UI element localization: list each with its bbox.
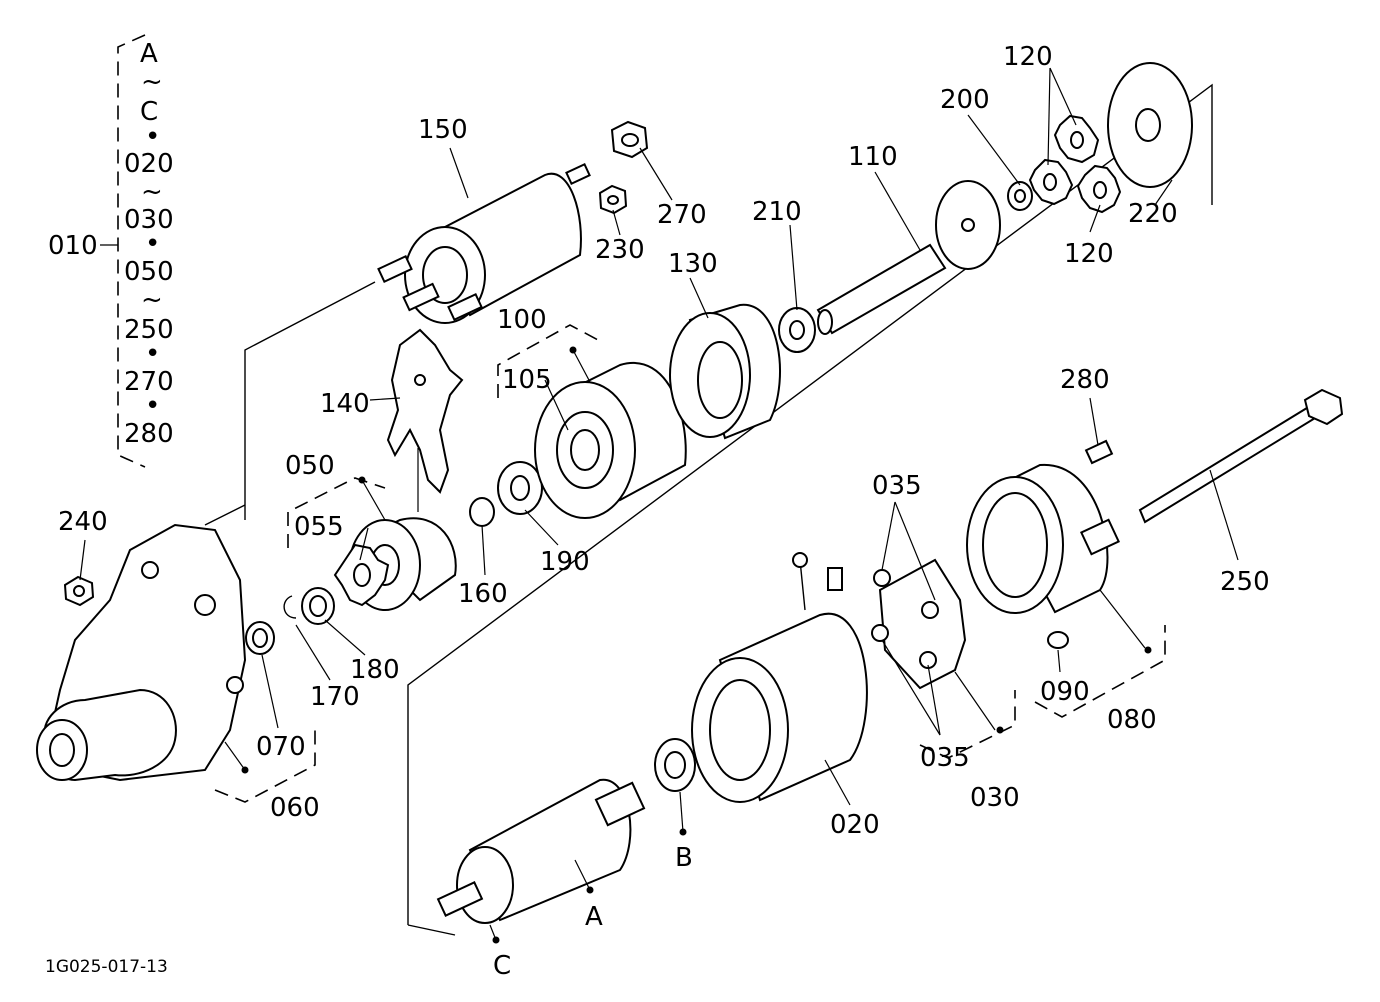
- part-label-060: 060: [270, 793, 320, 823]
- plate-220: [1107, 62, 1193, 188]
- subassembly-brackets: [214, 324, 1166, 803]
- planet-gear-120-mid: [1028, 158, 1074, 206]
- part-label-270: 270: [657, 200, 707, 230]
- group-bracket-010: [100, 34, 146, 468]
- bracket-060: [214, 730, 316, 803]
- bearing-B: [654, 738, 696, 792]
- dot-markers: [241, 346, 1152, 944]
- range-item: 270: [124, 367, 174, 397]
- pinion-055: [333, 543, 390, 607]
- part-label-B: B: [675, 843, 693, 873]
- part-label-020: 020: [830, 810, 880, 840]
- planet-gear-120-bottom: [1076, 164, 1122, 214]
- collar-180: [301, 587, 335, 625]
- part-label-030: 030: [970, 783, 1020, 813]
- bracket-080: [1034, 625, 1166, 718]
- part-label-055: 055: [294, 512, 344, 542]
- part-label-240: 240: [58, 507, 108, 537]
- part-label-170: 170: [310, 682, 360, 712]
- part-labels: 150 270 230 100 105 130 210 110 200 120 …: [58, 42, 1270, 981]
- part-label-120-top: 120: [1003, 42, 1053, 72]
- part-label-C: C: [493, 951, 511, 981]
- washer-210: [778, 307, 816, 353]
- nut-240: [63, 575, 95, 607]
- rear-end-frame-080: [966, 463, 1120, 614]
- bushing-070: [245, 621, 275, 655]
- range-item: •: [145, 339, 160, 369]
- part-label-160: 160: [458, 579, 508, 609]
- part-label-110: 110: [848, 142, 898, 172]
- part-label-190: 190: [540, 547, 590, 577]
- snap-ring-160: [469, 497, 495, 527]
- nut-230: [598, 184, 628, 215]
- part-label-230: 230: [595, 235, 645, 265]
- part-label-130: 130: [668, 249, 718, 279]
- part-label-120-bottom: 120: [1064, 239, 1114, 269]
- part-label-100: 100: [497, 305, 547, 335]
- group-range-list: A ~ C • 020 ~ 030 • 050 ~ 250 • 270 • 28…: [124, 39, 174, 449]
- part-label-250: 250: [1220, 567, 1270, 597]
- shaft-110: [816, 180, 1001, 335]
- yoke-020: [691, 552, 868, 803]
- bracket-050: [287, 477, 386, 548]
- range-item: •: [145, 122, 160, 152]
- part-label-220: 220: [1128, 199, 1178, 229]
- range-item: 020: [124, 149, 174, 179]
- range-item: 250: [124, 315, 174, 345]
- range-item: 030: [124, 205, 174, 235]
- armature-A: [436, 778, 646, 924]
- part-label-080: 080: [1107, 705, 1157, 735]
- range-item: 050: [124, 257, 174, 287]
- brush-holder-030: [871, 558, 967, 690]
- bracket-030: [919, 690, 1016, 759]
- part-label-050: 050: [285, 451, 335, 481]
- assembly-guide-lines: [204, 83, 1213, 936]
- planet-gear-120-top: [1053, 114, 1100, 164]
- grommet-090: [1047, 631, 1069, 649]
- part-label-A: A: [585, 902, 603, 932]
- nut-270: [610, 120, 649, 159]
- internal-gear-assembly-100: [534, 362, 687, 519]
- bracket-100: [497, 324, 599, 398]
- through-bolt-250: [1138, 388, 1344, 524]
- part-label-090: 090: [1040, 677, 1090, 707]
- drawing-code: 1G025-017-13: [45, 957, 168, 977]
- part-label-035-top: 035: [872, 471, 922, 501]
- part-label-140: 140: [320, 389, 370, 419]
- label-010: 010: [48, 231, 98, 261]
- part-label-035-bottom: 035: [920, 743, 970, 773]
- part-label-280: 280: [1060, 365, 1110, 395]
- range-item: •: [145, 229, 160, 259]
- leader-lines: [79, 67, 1239, 941]
- range-item: C: [140, 97, 158, 127]
- washer-200: [1007, 181, 1033, 211]
- range-item: ~: [141, 177, 163, 207]
- range-item: ~: [141, 67, 163, 97]
- part-label-210: 210: [752, 197, 802, 227]
- part-label-150: 150: [418, 115, 468, 145]
- shift-lever-140: [386, 328, 464, 494]
- gear-case-130: [669, 303, 781, 440]
- range-item: •: [145, 391, 160, 421]
- magnetic-switch-150: [377, 163, 591, 324]
- part-label-200: 200: [940, 85, 990, 115]
- washer-190: [497, 461, 543, 515]
- snap-ring-170: [283, 595, 297, 619]
- drive-end-housing: [36, 523, 247, 782]
- part-label-105: 105: [502, 365, 552, 395]
- range-item: A: [140, 39, 158, 69]
- range-item: 280: [124, 419, 174, 449]
- part-label-070: 070: [256, 732, 306, 762]
- part-label-180: 180: [350, 655, 400, 685]
- screw-280: [1084, 439, 1114, 465]
- range-item: ~: [141, 285, 163, 315]
